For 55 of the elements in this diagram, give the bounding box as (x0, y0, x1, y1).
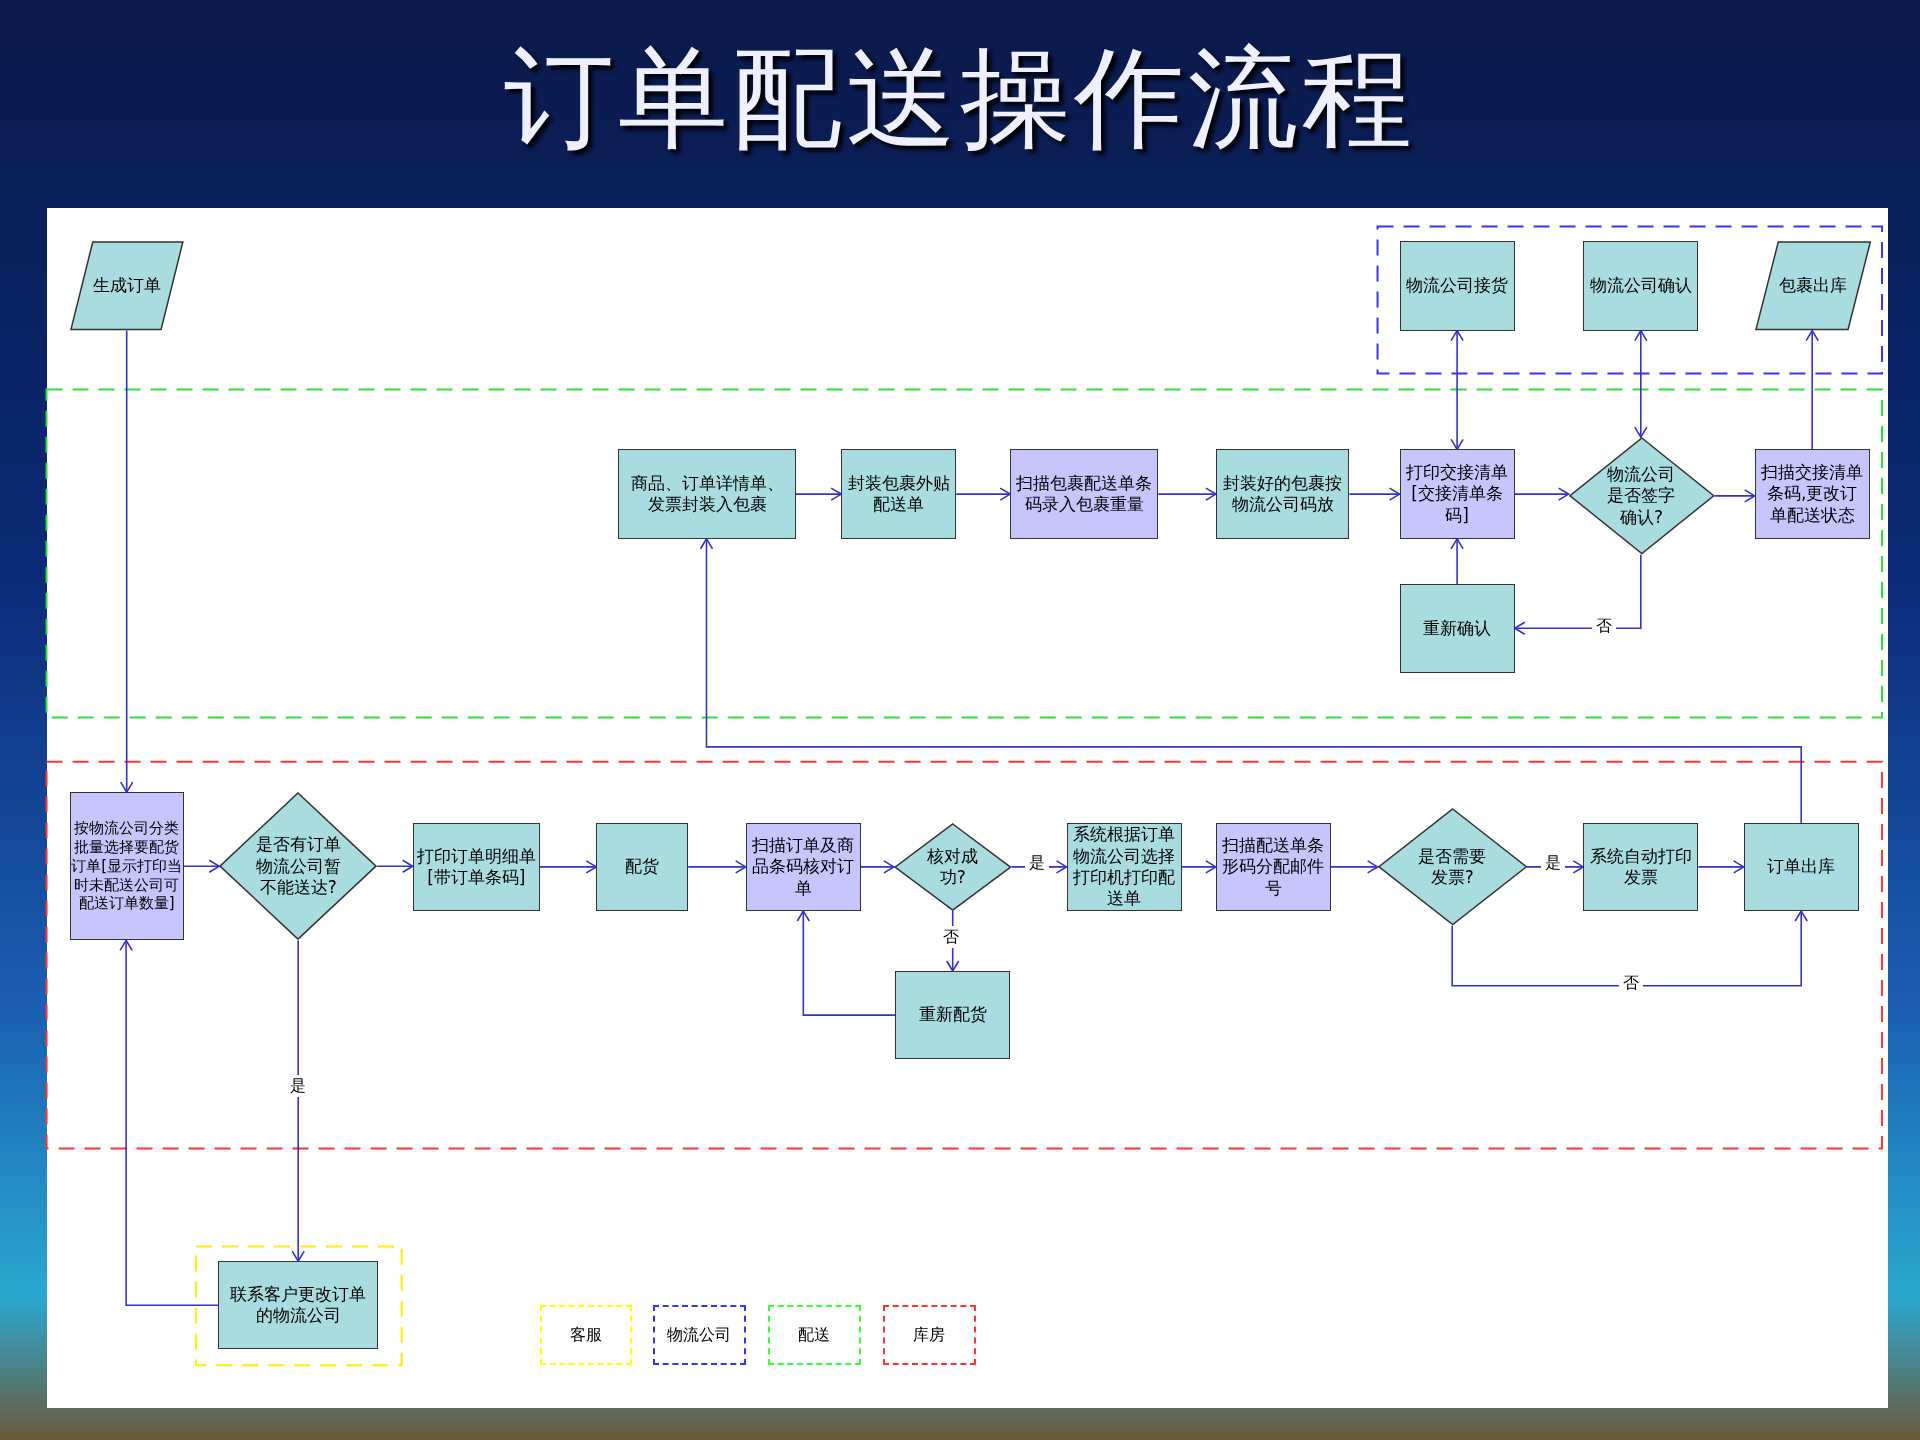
arrow (1450, 329, 1464, 451)
arrow (539, 860, 598, 874)
decision-diamond: 是否需要发票? (1377, 808, 1527, 926)
process-box: 系统根据订单物流公司选择打印机打印配送单 (1066, 822, 1182, 911)
arrow (119, 939, 219, 1307)
process-box: 封装包裹外贴配送单 (841, 449, 957, 539)
arrow (1330, 860, 1379, 874)
process-box: 扫描订单及商品条码核对订单 (745, 822, 861, 911)
arrow (1513, 487, 1570, 501)
legend-item: 客服 (540, 1305, 632, 1366)
arrow (860, 860, 895, 874)
process-box: 物流公司确认 (1583, 241, 1699, 331)
arrow (699, 538, 1802, 824)
process-box: 商品、订单详情单、发票封装入包裹 (618, 449, 796, 539)
arrow (1348, 487, 1401, 501)
legend-item: 库房 (882, 1305, 976, 1366)
arrow (376, 859, 414, 874)
process-box: 打印订单明细单[带订单条码] (412, 822, 540, 911)
arrow (1451, 910, 1808, 987)
process-box: 联系客户更改订单的物流公司 (217, 1261, 379, 1350)
legend-item: 配送 (767, 1305, 861, 1366)
arrow (119, 329, 134, 793)
arrow (182, 859, 220, 874)
process-box: 配货 (596, 822, 689, 911)
legend-item: 物流公司 (652, 1305, 746, 1366)
process-box: 按物流公司分类批量选择要配货订单[显示打印当时未配送公司可配送订单数量] (69, 792, 184, 941)
arrow (796, 910, 896, 1016)
arrow (955, 487, 1011, 501)
arrow (1634, 329, 1648, 438)
arrow (795, 487, 842, 501)
title: 订单配送操作流程 (503, 33, 1417, 164)
process-box: 扫描包裹配送单条码录入包裹重量 (1010, 449, 1159, 539)
process-box: 物流公司接货 (1399, 241, 1515, 331)
process-box: 扫描交接清单条码,更改订单配送状态 (1754, 449, 1870, 539)
decision-diamond: 物流公司是否签字确认? (1568, 437, 1715, 555)
process-box: 重新配货 (895, 971, 1011, 1060)
arrow (1697, 860, 1745, 874)
process-box: 系统自动打印发票 (1583, 822, 1699, 911)
decision-diamond: 核对成功? (893, 822, 1012, 911)
process-box: 打印交接清单[交接清单条码] (1399, 449, 1515, 539)
process-box: 重新确认 (1399, 584, 1515, 674)
arrow (1713, 489, 1756, 503)
arrow (291, 939, 305, 1262)
arrow (1513, 553, 1642, 635)
arrow (1180, 860, 1217, 874)
arrow (1450, 538, 1464, 585)
input-parallelogram: 包裹出库 (1754, 241, 1871, 331)
process-box: 封装好的包裹按物流公司码放 (1215, 449, 1350, 539)
process-box: 扫描配送单条形码分配邮件号 (1215, 822, 1331, 911)
decision-diamond: 是否有订单物流公司暂不能送达? (219, 792, 378, 941)
arrow (1805, 329, 1819, 451)
process-box: 订单出库 (1743, 822, 1859, 911)
arrow (1157, 487, 1217, 501)
input-parallelogram: 生成订单 (69, 241, 184, 331)
arrow (687, 860, 747, 874)
